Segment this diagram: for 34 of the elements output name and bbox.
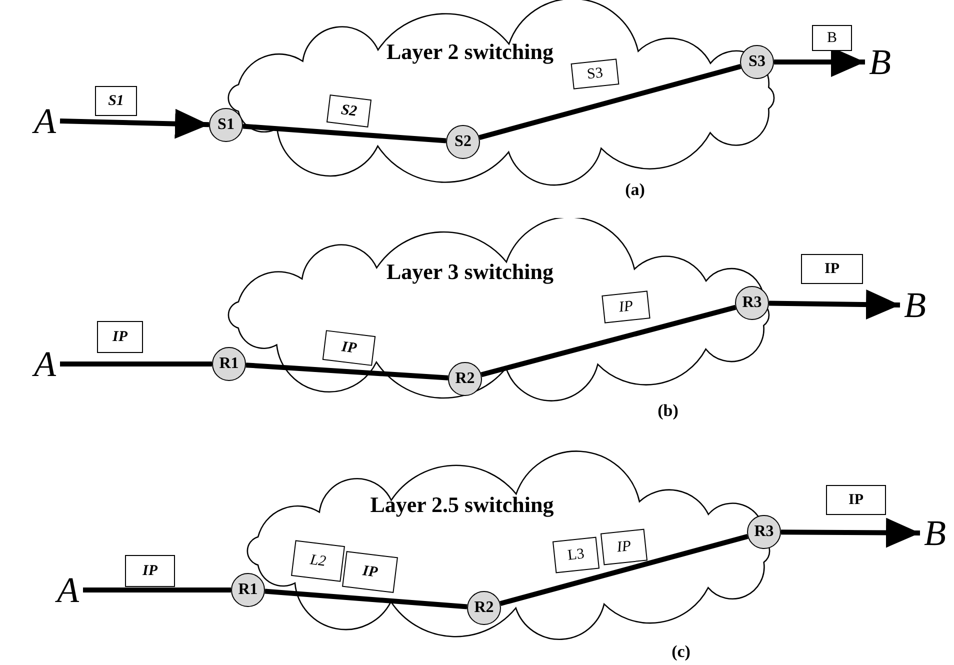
packet-label: IP <box>801 254 863 284</box>
link-line <box>83 588 231 592</box>
link-line <box>246 362 448 380</box>
panel-label: (a) <box>625 180 645 200</box>
switch-node: S3 <box>740 45 774 79</box>
packet-label: IP <box>97 321 143 353</box>
packet-label: B <box>812 25 852 51</box>
link-line <box>60 362 212 366</box>
cloud-title: Layer 3 switching <box>386 259 554 285</box>
endpoint-label: A <box>53 570 83 610</box>
panel-label: (c) <box>672 642 690 662</box>
switch-node: S1 <box>209 108 243 142</box>
link-line <box>480 304 736 378</box>
packet-label: IP <box>826 485 886 515</box>
switch-node: R3 <box>747 515 781 549</box>
endpoint-label: A <box>30 101 60 141</box>
switch-node: R1 <box>231 573 265 607</box>
link-line <box>478 64 742 140</box>
cloud-title: Layer 2.5 switching <box>370 492 554 518</box>
link-line <box>264 588 468 610</box>
cloud-title: Layer 2 switching <box>386 39 554 65</box>
panel-label: (b) <box>658 401 678 421</box>
link-line <box>242 124 446 144</box>
link-line <box>768 290 900 320</box>
switch-node: R1 <box>212 347 246 381</box>
link-line <box>60 108 210 139</box>
endpoint-label: B <box>920 513 950 553</box>
link-line <box>780 518 920 548</box>
packet-label: S1 <box>95 86 137 116</box>
link-line <box>500 534 748 606</box>
endpoint-label: B <box>900 285 930 325</box>
endpoint-label: A <box>30 344 60 384</box>
endpoint-label: B <box>865 42 895 82</box>
packet-label: IP <box>125 555 175 587</box>
